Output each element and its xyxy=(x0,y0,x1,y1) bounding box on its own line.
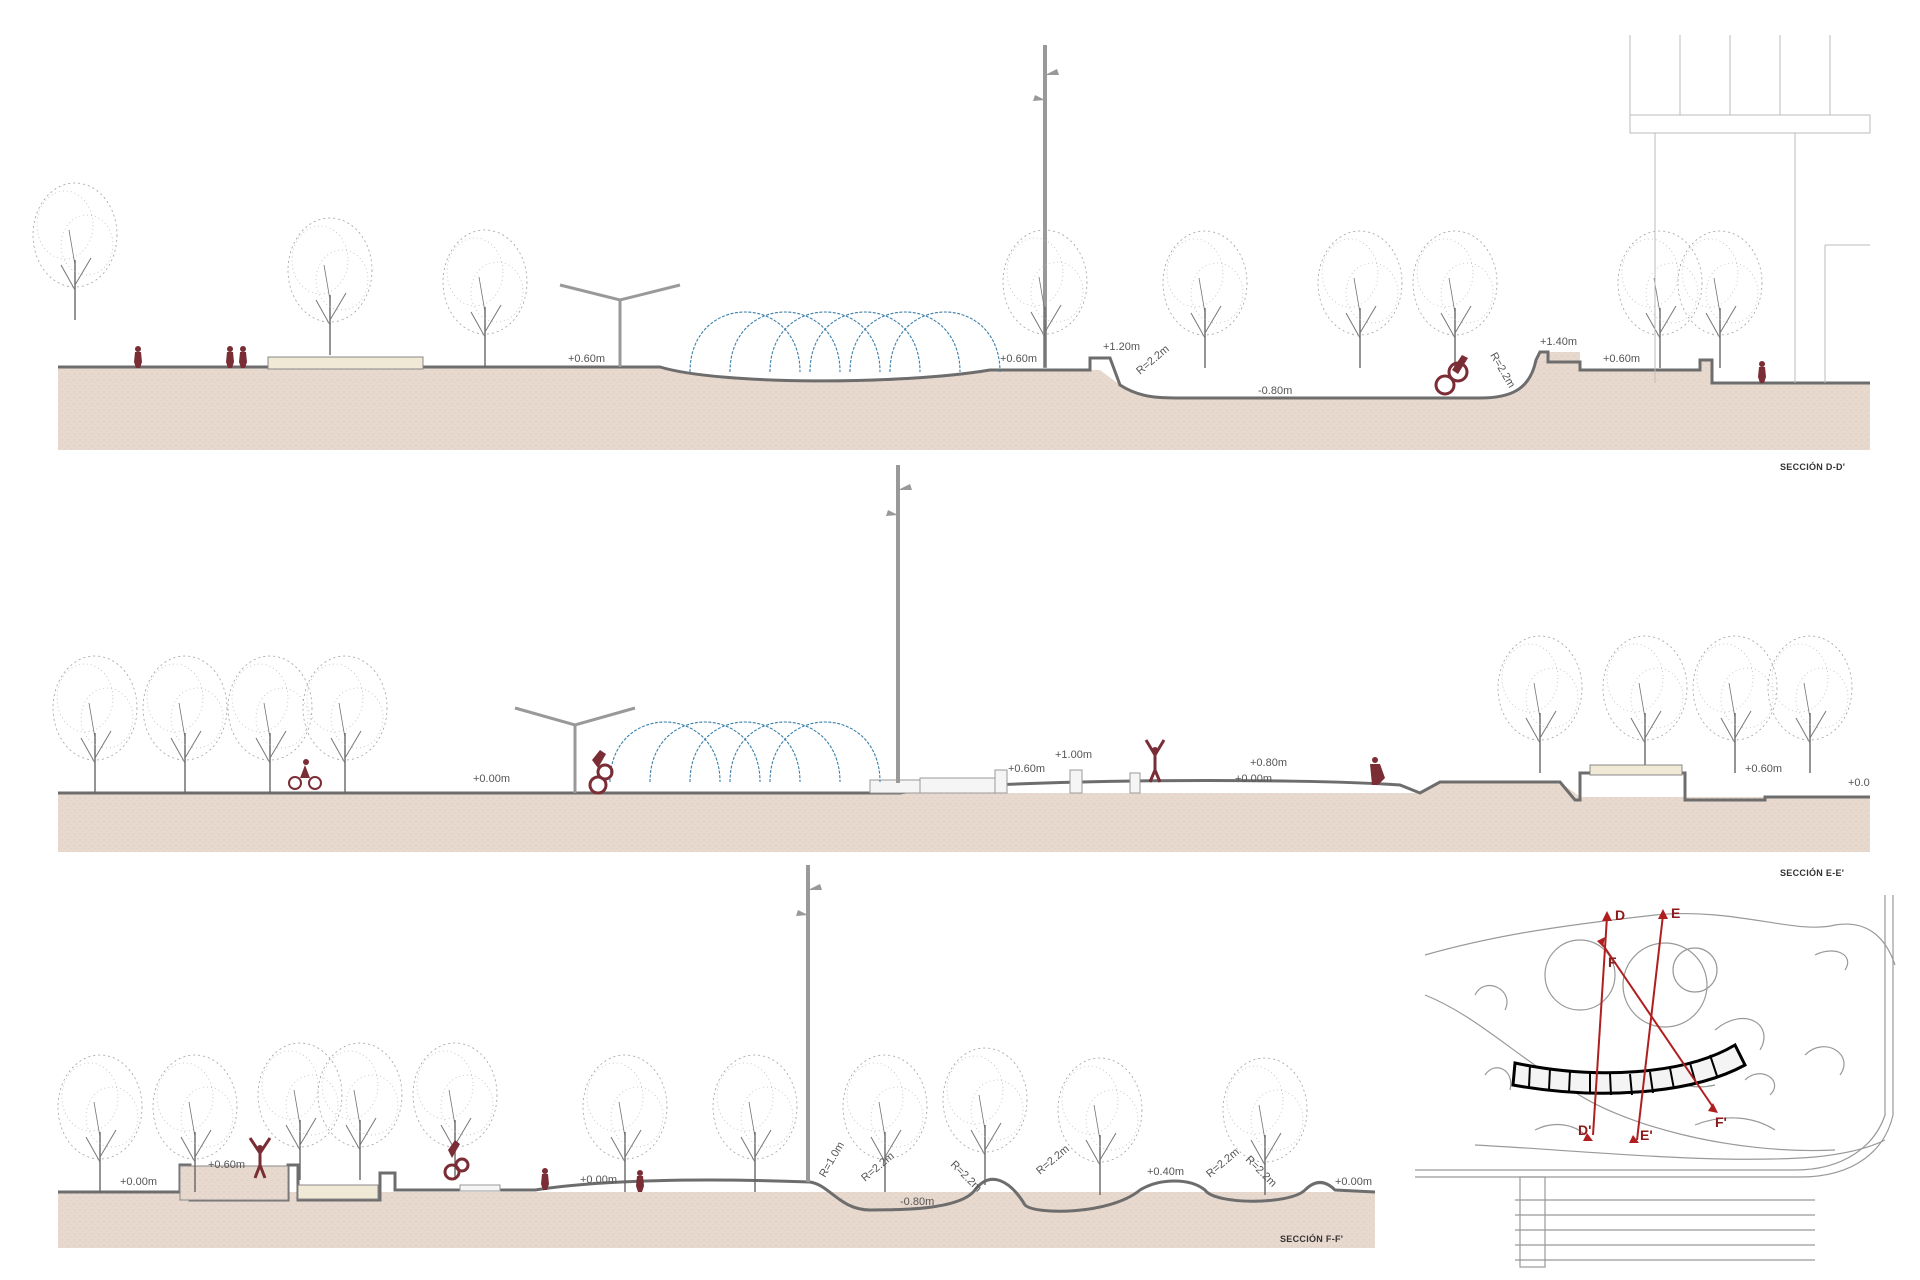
cut-label-e: E xyxy=(1671,905,1680,921)
section-title: SECCIÓN F-F' xyxy=(1280,1234,1344,1244)
level-label: +0.60m xyxy=(1000,353,1037,365)
level-label: +0.60m xyxy=(1008,763,1045,775)
bmx-rider-figure xyxy=(588,750,614,795)
level-label: +0.00m xyxy=(120,1176,157,1188)
bmx-rider-figure xyxy=(443,1140,470,1181)
radius-label: R=2.2m xyxy=(1034,1143,1071,1177)
cut-label-f: F xyxy=(1608,954,1617,970)
level-label: +0.40m xyxy=(1147,1166,1184,1178)
skater-figure xyxy=(1370,757,1385,785)
level-label: +0.0 xyxy=(1848,777,1870,789)
level-label: +0.60m xyxy=(568,353,605,365)
radius-label: R=2.2m xyxy=(948,1159,984,1195)
cut-label-d-prime: D' xyxy=(1578,1122,1591,1138)
level-label: +0.00m xyxy=(473,773,510,785)
bmx-rider-figure xyxy=(1434,355,1469,396)
level-label: +0.00m xyxy=(1335,1176,1372,1188)
section-title: SECCIÓN D-D' xyxy=(1780,462,1846,472)
water-fountain-arches xyxy=(609,721,881,783)
level-label: +0.00m xyxy=(580,1174,617,1186)
section-f-f: +0.00m +0.60m +0.00m -0.80m +0.40m +0.00… xyxy=(57,865,1376,1248)
level-label: -0.80m xyxy=(900,1196,934,1208)
level-label: +0.60m xyxy=(1603,353,1640,365)
jumping-figure xyxy=(1144,739,1166,783)
section-e-e: +0.00m +0.60m +1.00m +0.80m +0.00m +0.60… xyxy=(52,465,1870,852)
radius-label: R=2.2m xyxy=(1487,351,1517,391)
level-label: +0.60m xyxy=(1745,763,1782,775)
radius-label: R=2.2m xyxy=(1243,1154,1279,1190)
level-label: +0.80m xyxy=(1250,757,1287,769)
section-title: SECCIÓN E-E' xyxy=(1780,868,1845,878)
jumping-figure xyxy=(248,1137,272,1179)
cut-label-d: D xyxy=(1615,907,1625,923)
cut-label-f-prime: F' xyxy=(1715,1114,1727,1130)
radius-label: R=1.0m xyxy=(817,1140,847,1180)
boardwalk-band xyxy=(1511,1042,1747,1096)
level-label: +0.00m xyxy=(1235,773,1272,785)
key-plan: D E F D' E' F' xyxy=(1415,895,1896,1268)
level-label: +1.20m xyxy=(1103,341,1140,353)
cut-label-e-prime: E' xyxy=(1640,1127,1653,1143)
section-d-d: +0.60m +0.60m +1.20m -0.80m +1.40m +0.60… xyxy=(32,35,1871,450)
radius-label: R=2.2m xyxy=(859,1150,896,1184)
water-fountain-arches xyxy=(689,311,1001,373)
cyclist-figure xyxy=(288,759,322,790)
section-cut-lines xyxy=(1592,914,1716,1141)
level-label: +0.60m xyxy=(208,1159,245,1171)
level-label: -0.80m xyxy=(1258,385,1292,397)
level-label: +1.00m xyxy=(1055,749,1092,761)
level-label: +1.40m xyxy=(1540,336,1577,348)
radius-label: R=2.2m xyxy=(1204,1146,1241,1180)
